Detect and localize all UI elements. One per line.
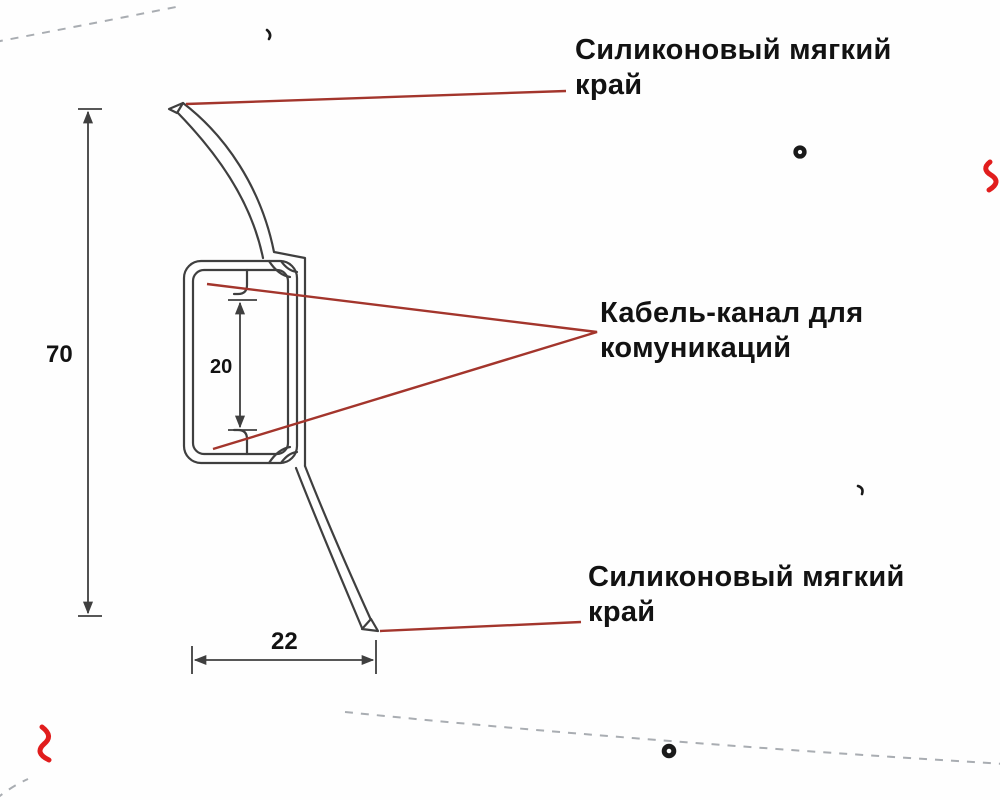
label-top-silicone-edge: Силиконовый мягкий край xyxy=(575,34,892,101)
dim-70-value: 70 xyxy=(46,341,73,368)
profile-top-wall-inner xyxy=(175,110,265,260)
skirting-profile xyxy=(167,101,380,633)
dashed-artifact-bottom xyxy=(344,711,1000,765)
clip-hook-top xyxy=(232,268,249,296)
dimension-lines xyxy=(78,108,377,674)
profile-top-silicone-tip xyxy=(167,101,185,115)
red-scribble-top-right xyxy=(983,159,999,193)
dashed-artifact-top-left xyxy=(0,6,177,43)
leader-lines xyxy=(185,89,598,633)
speck-dot-bottom xyxy=(661,743,677,759)
dashed-artifact-bottom-left xyxy=(0,778,29,798)
speck-comma-top xyxy=(265,28,272,41)
speck-dot-right xyxy=(793,145,807,159)
dim-20-value: 20 xyxy=(210,356,233,378)
leader-cable-channel xyxy=(206,282,598,451)
profile-bottom-wall-outer xyxy=(303,464,373,622)
cable-channel-outer-wall xyxy=(182,259,299,465)
label-bottom-silicone-edge: Силиконовый мягкий край xyxy=(588,561,905,628)
cable-channel-inner-wall xyxy=(191,268,290,456)
profile-bottom-wall-inner xyxy=(294,466,364,630)
profile-top-wall-outer xyxy=(181,101,307,468)
clip-detail-top-right xyxy=(267,259,299,279)
leader-bottom-edge xyxy=(379,620,582,633)
speck-comma-middle xyxy=(856,484,864,496)
label-cable-channel: Кабель-канал для комуникаций xyxy=(600,297,864,364)
profile-bottom-silicone-tip xyxy=(360,617,380,633)
clip-detail-bottom-right xyxy=(267,445,299,465)
dim-22-value: 22 xyxy=(271,628,298,655)
red-scribble-bottom-left xyxy=(37,724,52,763)
leader-top-edge xyxy=(185,89,567,106)
